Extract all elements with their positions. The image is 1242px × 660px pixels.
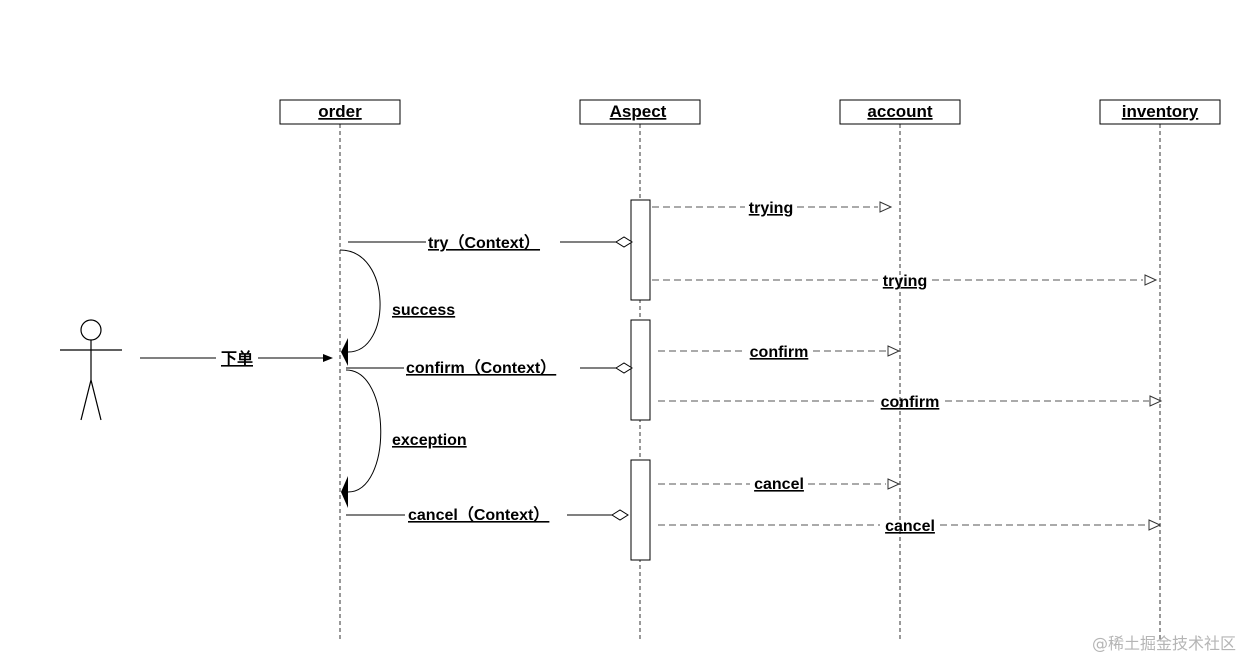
lifeline-inventory-header: inventory — [1099, 99, 1221, 125]
order-call-confirm: confirm（Context） — [346, 359, 633, 377]
inventory-msg-cancel-label: cancel — [885, 518, 935, 535]
open-arrow-icon — [1149, 395, 1163, 407]
open-arrow-icon — [1148, 519, 1162, 531]
activation-box-confirm — [630, 319, 651, 421]
lifeline-account-header: account — [839, 99, 961, 125]
branch-success-label: success — [392, 302, 455, 319]
lifeline-aspect-header: Aspect — [579, 99, 701, 125]
branch-success: success — [339, 249, 455, 366]
open-arrow-icon — [879, 201, 893, 213]
aspect-to-inventory-cancel: cancel — [658, 518, 1162, 535]
filled-arrow-icon — [341, 338, 348, 366]
lifeline-account-label: account — [867, 102, 933, 121]
activation-box-try — [630, 199, 651, 301]
account-msg-cancel-label: cancel — [754, 476, 804, 493]
actor-figure — [60, 319, 122, 421]
order-call-confirm-label: confirm（Context） — [406, 359, 556, 377]
lifeline-order-label: order — [318, 102, 362, 121]
open-arrow-icon — [1144, 274, 1158, 286]
account-msg-confirm-label: confirm — [750, 344, 809, 361]
watermark-text: @稀土掘金技术社区 — [1092, 634, 1236, 653]
actor-message: 下单 — [140, 349, 333, 368]
inventory-msg-trying-label: trying — [883, 273, 927, 290]
aspect-to-account-trying: trying — [652, 200, 893, 217]
filled-arrow-icon — [323, 354, 333, 362]
order-call-cancel: cancel（Context） — [346, 506, 629, 524]
lifeline-inventory-label: inventory — [1122, 102, 1199, 121]
order-call-cancel-label: cancel（Context） — [408, 506, 549, 524]
diamond-icon — [611, 509, 629, 521]
branch-exception: exception — [341, 369, 467, 508]
aspect-to-account-confirm: confirm — [658, 344, 901, 361]
actor-message-label: 下单 — [221, 349, 253, 368]
lifeline-order-header: order — [279, 99, 401, 125]
account-msg-trying-label: trying — [749, 200, 793, 217]
activation-box-cancel — [630, 459, 651, 561]
inventory-msg-confirm-label: confirm — [881, 394, 940, 411]
lifeline-aspect-label: Aspect — [610, 102, 667, 121]
aspect-to-inventory-trying: trying — [652, 273, 1158, 290]
branch-exception-label: exception — [392, 432, 467, 449]
aspect-to-inventory-confirm: confirm — [658, 394, 1163, 411]
order-call-try: try（Context） — [348, 234, 633, 252]
aspect-to-account-cancel: cancel — [658, 476, 901, 493]
filled-arrow-icon — [341, 476, 348, 508]
diamond-icon — [615, 236, 633, 248]
order-call-try-label: try（Context） — [428, 234, 540, 252]
diamond-icon — [615, 362, 633, 374]
open-arrow-icon — [887, 345, 901, 357]
open-arrow-icon — [887, 478, 901, 490]
